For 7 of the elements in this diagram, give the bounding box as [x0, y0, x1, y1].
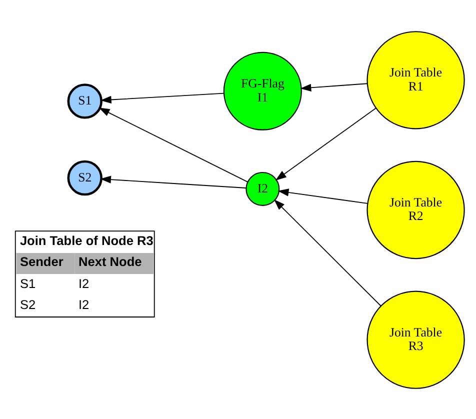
label: I2: [78, 296, 90, 312]
label: Join Table of Node R3: [20, 232, 154, 248]
label: Next Node: [78, 253, 142, 268]
label: S2: [20, 296, 36, 312]
label: I2: [78, 275, 90, 290]
label: S1: [20, 275, 36, 290]
label: Sender: [20, 253, 64, 268]
